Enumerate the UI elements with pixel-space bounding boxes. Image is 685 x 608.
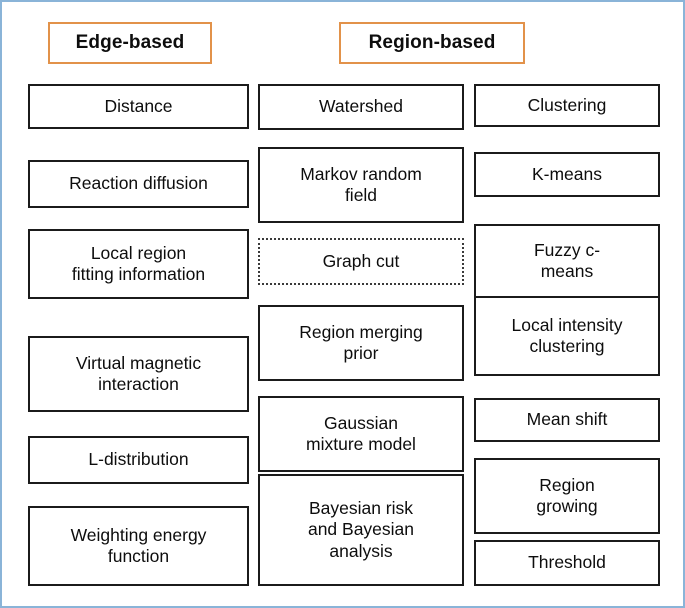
node-graph-cut-label: Graph cut bbox=[322, 250, 400, 271]
node-distance[interactable]: Distance bbox=[28, 84, 249, 129]
node-k-means[interactable]: K-means bbox=[474, 152, 660, 197]
node-clustering[interactable]: Clustering bbox=[474, 84, 660, 127]
node-graph-cut[interactable]: Graph cut bbox=[258, 238, 464, 285]
node-mean-shift[interactable]: Mean shift bbox=[474, 398, 660, 442]
node-reaction-diffusion-label: Reaction diffusion bbox=[69, 173, 208, 194]
node-fuzzy-c-means-label: Fuzzy c-means bbox=[533, 239, 601, 281]
node-mean-shift-label: Mean shift bbox=[526, 409, 608, 430]
node-clustering-label: Clustering bbox=[527, 94, 607, 115]
node-k-means-label: K-means bbox=[531, 163, 603, 184]
header-edge-based-label: Edge-based bbox=[75, 32, 185, 53]
header-region-based-label: Region-based bbox=[368, 32, 496, 53]
header-edge-based: Edge-based bbox=[48, 22, 212, 64]
node-threshold-label: Threshold bbox=[528, 552, 606, 573]
node-l-distribution-label: L-distribution bbox=[88, 449, 189, 470]
node-reaction-diffusion[interactable]: Reaction diffusion bbox=[28, 160, 249, 208]
node-watershed-label: Watershed bbox=[319, 96, 403, 117]
node-distance-label: Distance bbox=[104, 95, 173, 116]
node-l-distribution[interactable]: L-distribution bbox=[28, 436, 249, 484]
node-watershed[interactable]: Watershed bbox=[258, 84, 464, 130]
node-fuzzy-c-means[interactable]: Fuzzy c-means bbox=[474, 224, 660, 298]
node-threshold[interactable]: Threshold bbox=[474, 540, 660, 586]
header-region-based: Region-based bbox=[339, 22, 525, 64]
